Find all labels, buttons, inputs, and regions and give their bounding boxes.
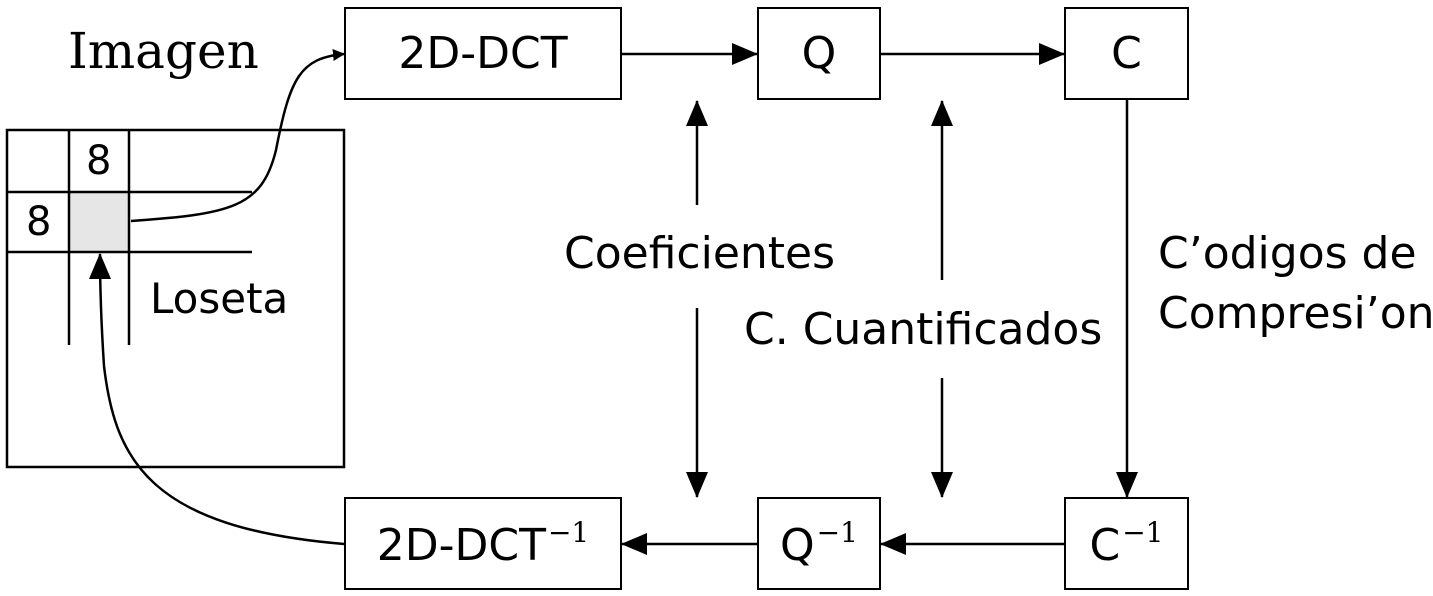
- inverse-dct-superscript: −1: [547, 516, 590, 549]
- inverse-quantizer-box: Q−1: [757, 497, 881, 590]
- inverse-quantizer-superscript: −1: [816, 516, 858, 549]
- dct-box-label: 2D-DCT: [398, 28, 568, 79]
- image-frame: [5, 128, 346, 469]
- coder-box-label: C: [1111, 28, 1142, 79]
- quantizer-box: Q: [757, 7, 881, 100]
- coefficients-label: Coeficientes: [564, 228, 836, 279]
- idct-to-tile-arrow: [89, 253, 345, 546]
- inverse-dct-box: 2D-DCT−1: [344, 497, 622, 590]
- inverse-coder-label-text: C: [1089, 520, 1121, 571]
- inverse-dct-box-label: 2D-DCT−1: [377, 516, 590, 571]
- compression-codes-label-line2: Compresi’on: [1158, 288, 1433, 339]
- inverse-coder-superscript: −1: [1122, 516, 1164, 549]
- dct-box: 2D-DCT: [344, 7, 622, 100]
- inverse-coder-box: C−1: [1064, 497, 1189, 590]
- compression-codes-label-line1: C’odigos de: [1158, 228, 1417, 279]
- inverse-dct-label-text: 2D-DCT: [376, 520, 546, 571]
- inverse-coder-box-label: C−1: [1089, 516, 1163, 571]
- quantizer-box-label: Q: [801, 28, 837, 79]
- inverse-quantizer-box-label: Q−1: [780, 516, 858, 571]
- tile-to-dct-arrow: [130, 49, 345, 223]
- tile-size-top: 8: [86, 138, 112, 184]
- tile-highlight: [69, 192, 129, 252]
- tile-size-left: 8: [26, 199, 52, 245]
- inverse-quantizer-label-text: Q: [780, 520, 815, 571]
- tile-label: Loseta: [150, 274, 289, 323]
- coder-box: C: [1064, 7, 1189, 100]
- quantized-coefficients-label: C. Cuantificados: [744, 304, 1103, 355]
- image-label: Imagen: [68, 22, 259, 80]
